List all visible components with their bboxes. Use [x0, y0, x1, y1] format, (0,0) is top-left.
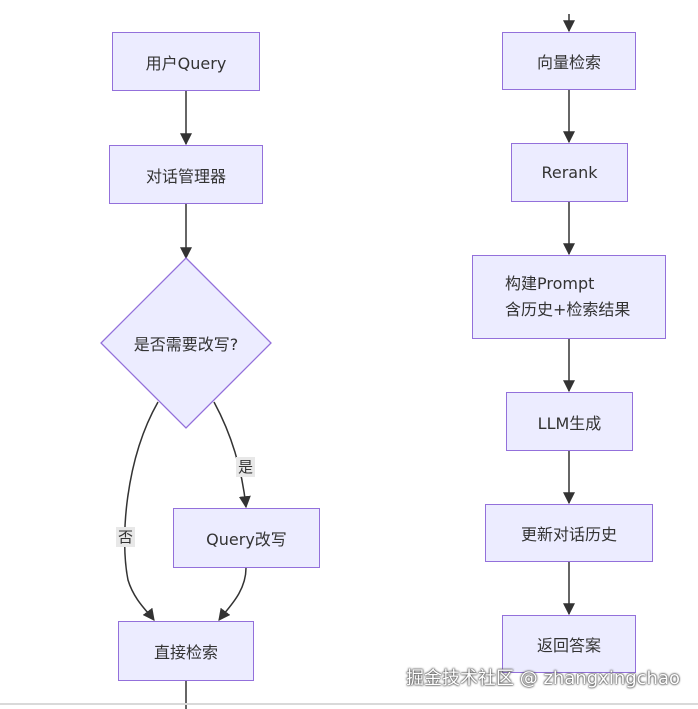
- node-rerank: Rerank: [511, 143, 628, 202]
- build-prompt-line2: 含历史+检索结果: [505, 300, 631, 319]
- node-llm-generate: LLM生成: [506, 392, 633, 451]
- node-query-rewrite: Query改写: [173, 508, 320, 568]
- node-vector-search: 向量检索: [502, 32, 636, 90]
- node-dialog-manager: 对话管理器: [109, 145, 263, 204]
- edge-label-yes: 是: [236, 457, 256, 477]
- build-prompt-line1: 构建Prompt: [505, 274, 595, 293]
- edge-label-no: 否: [116, 527, 136, 547]
- node-return-answer: 返回答案: [502, 615, 636, 673]
- decision-label: 是否需要改写?: [133, 335, 239, 354]
- node-build-prompt: 构建Prompt 含历史+检索结果: [472, 255, 666, 339]
- node-update-history: 更新对话历史: [485, 504, 653, 562]
- edge-decision-yes: [213, 401, 251, 509]
- edge-decision-no: [123, 401, 159, 621]
- node-direct-search: 直接检索: [118, 621, 254, 681]
- decision-diamond-shape: [100, 257, 272, 429]
- watermark-text: 掘金技术社区 @ zhangxingchao: [406, 668, 680, 689]
- bottom-divider: [0, 703, 698, 705]
- edge-rewrite-to-search: [218, 567, 247, 621]
- node-need-rewrite: 是否需要改写?: [101, 258, 271, 428]
- node-user-query: 用户Query: [112, 32, 260, 91]
